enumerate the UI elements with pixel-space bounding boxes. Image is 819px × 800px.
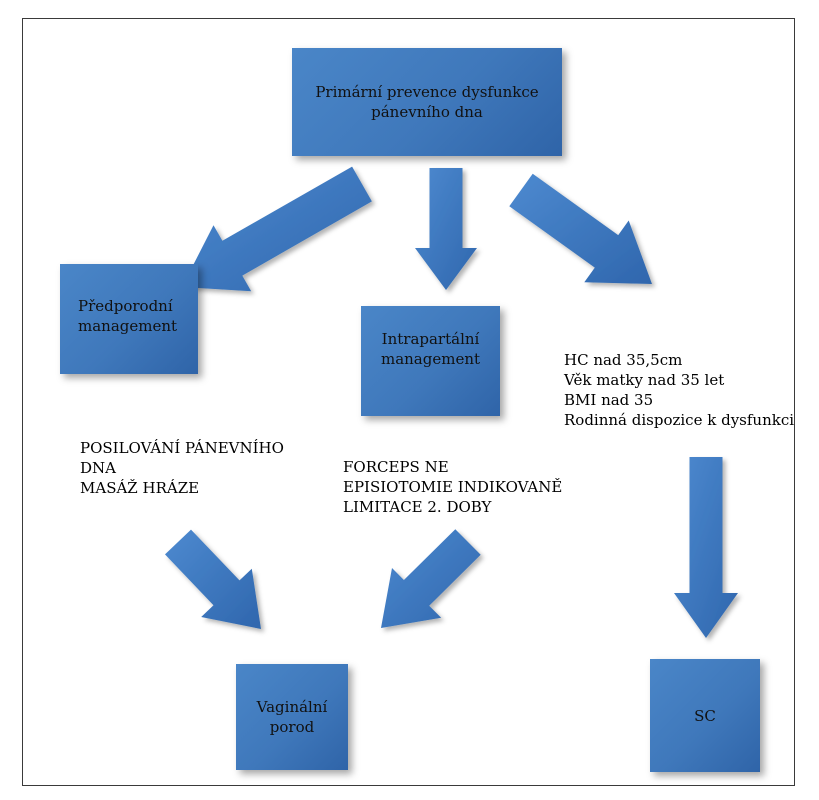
intrapartum-note-line: EPISIOTOMIE INDIKOVANĚ bbox=[343, 478, 563, 496]
intrapartum-line-1: Intrapartální bbox=[381, 330, 480, 348]
arrow-to-vaginal-from-right-icon bbox=[381, 529, 481, 628]
intrapartum-note-line: FORCEPS NE bbox=[343, 458, 449, 476]
antepartum-note-line: MASÁŽ HRÁZE bbox=[80, 479, 200, 497]
antepartum-note-line: POSILOVÁNÍ PÁNEVNÍHO bbox=[80, 439, 284, 457]
intrapartum-management-box: Intrapartální management bbox=[361, 306, 500, 416]
intrapartum-notes-text: FORCEPS NE EPISIOTOMIE INDIKOVANĚ LIMITA… bbox=[343, 457, 562, 517]
risk-factor-item: Věk matky nad 35 let bbox=[564, 371, 725, 389]
antepartum-line-1: Předporodní bbox=[78, 297, 173, 315]
primary-prevention-line-2: pánevního dna bbox=[371, 103, 483, 121]
sc-label: SC bbox=[694, 706, 716, 725]
intrapartum-line-2: management bbox=[380, 350, 481, 368]
primary-prevention-line-1: Primární prevence dysfunkce bbox=[315, 83, 539, 101]
risk-factor-item: BMI nad 35 bbox=[564, 391, 654, 409]
antepartum-note-line: DNA bbox=[80, 459, 116, 477]
diagram-frame bbox=[22, 18, 795, 786]
risk-factors-text: HC nad 35,5cm Věk matky nad 35 let BMI n… bbox=[564, 350, 794, 430]
risk-factor-item: Rodinná dispozice k dysfunkci bbox=[564, 411, 795, 429]
vaginal-delivery-box: Vaginální porod bbox=[236, 664, 348, 770]
arrow-to-risk-factors-icon bbox=[509, 173, 652, 284]
vaginal-line-1: Vaginální bbox=[256, 698, 328, 716]
arrow-to-intrapartum-icon bbox=[415, 168, 477, 290]
primary-prevention-box: Primární prevence dysfunkce pánevního dn… bbox=[292, 48, 562, 156]
arrow-to-vaginal-from-left-icon bbox=[165, 529, 261, 629]
risk-factor-item: HC nad 35,5cm bbox=[564, 351, 683, 369]
antepartum-line-2: management bbox=[78, 317, 178, 335]
antepartum-management-box: Předporodní management bbox=[60, 264, 198, 374]
arrow-to-sc-icon bbox=[674, 457, 738, 638]
antepartum-notes-text: POSILOVÁNÍ PÁNEVNÍHO DNA MASÁŽ HRÁZE bbox=[80, 438, 284, 498]
sc-box: SC bbox=[650, 659, 760, 772]
intrapartum-note-line: LIMITACE 2. DOBY bbox=[343, 498, 492, 516]
arrow-to-antepartum-icon bbox=[182, 166, 372, 292]
vaginal-line-2: porod bbox=[269, 718, 315, 736]
